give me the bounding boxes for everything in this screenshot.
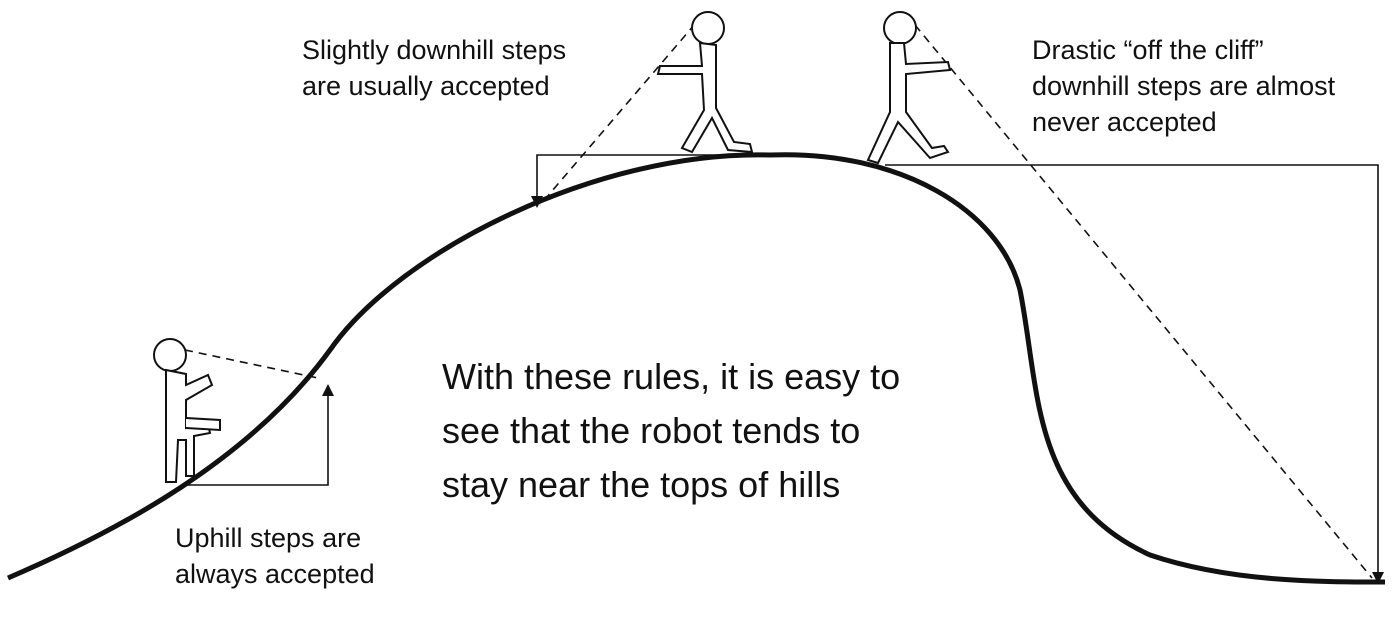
- robot-drastic-downhill-figure: [866, 11, 952, 165]
- drastic-downhill-step-line: [885, 164, 1384, 584]
- conclusion-line-1: With these rules, it is easy to: [442, 356, 901, 397]
- uphill-annotation: Uphill steps are always accepted: [175, 520, 375, 592]
- drastic-downhill-sight-line: [914, 24, 1373, 579]
- conclusion-line-3: stay near the tops of hills: [442, 464, 841, 505]
- drastic-downhill-line-1: Drastic “off the cliff”: [1032, 35, 1264, 65]
- slight-downhill-step-line: [531, 154, 740, 208]
- slight-downhill-sight-line: [539, 23, 696, 206]
- drastic-downhill-annotation: Drastic “off the cliff” downhill steps a…: [1032, 32, 1335, 140]
- hill-curve: [7, 152, 1386, 585]
- uphill-line-1: Uphill steps are: [175, 523, 362, 553]
- uphill-line-2: always accepted: [175, 559, 375, 589]
- conclusion-line-2: see that the robot tends to: [442, 410, 861, 451]
- slight-downhill-line-2: are usually accepted: [302, 71, 550, 101]
- slight-downhill-line-1: Slightly downhill steps: [302, 35, 567, 65]
- uphill-step-line: [185, 384, 334, 486]
- slight-downhill-annotation: Slightly downhill steps are usually acce…: [302, 32, 566, 104]
- drastic-downhill-line-2: downhill steps are almost: [1032, 71, 1336, 101]
- robot-uphill-figure: [153, 338, 221, 483]
- conclusion-text: With these rules, it is easy to see that…: [442, 350, 900, 512]
- uphill-sight-line: [184, 349, 319, 379]
- robot-slight-downhill-figure: [656, 11, 754, 154]
- drastic-downhill-line-3: never accepted: [1032, 107, 1217, 137]
